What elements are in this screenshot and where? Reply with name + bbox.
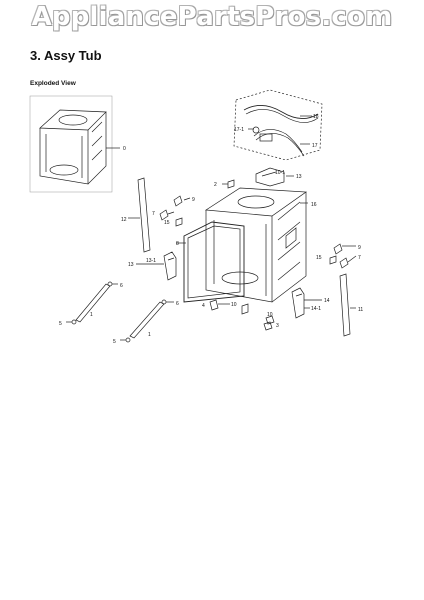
callout-label: 16 xyxy=(311,202,317,208)
callout-label: 18 xyxy=(313,114,319,120)
callout-label: 1 xyxy=(90,312,93,318)
callout-label: 5 xyxy=(113,339,116,345)
callout-label: 17 xyxy=(312,143,318,149)
bottom-slide-rail xyxy=(125,299,167,343)
callout-label: 1 xyxy=(148,332,151,338)
section-title: 3. Assy Tub xyxy=(30,48,102,63)
callout-label: 4 xyxy=(202,303,205,309)
left-hinge xyxy=(163,251,177,281)
view-label: Exploded View xyxy=(30,80,76,87)
screw-part xyxy=(263,321,273,331)
right-hinge xyxy=(291,287,305,319)
callout-label: 13-1 xyxy=(146,258,156,264)
leader-line xyxy=(347,255,357,263)
screw-part xyxy=(265,315,275,325)
clip-part xyxy=(339,257,349,269)
callout-label: 15 xyxy=(164,220,170,226)
screw-part xyxy=(209,299,219,311)
clip-part xyxy=(159,209,169,221)
callout-label: 2 xyxy=(214,182,217,188)
callout-label: 6 xyxy=(120,283,123,289)
screw-part xyxy=(241,303,249,315)
callout-label: 10 xyxy=(231,302,237,308)
callout-label: 10 xyxy=(267,312,273,318)
callout-label: 13 xyxy=(128,262,134,268)
top-parts-panel xyxy=(233,89,323,161)
callout-label: 5 xyxy=(59,321,62,327)
top-bracket xyxy=(255,167,285,187)
callout-label: 17-1 xyxy=(234,127,244,133)
callout-labels: 0 18 17-1 17 10-1 13 2 16 9 7 15 12 8 13… xyxy=(59,114,363,345)
callout-label: 3 xyxy=(276,323,279,329)
callout-label: 12 xyxy=(121,217,127,223)
screw-part xyxy=(175,217,183,227)
callout-label: 8 xyxy=(176,241,179,247)
callout-label: 11 xyxy=(358,307,363,313)
callout-label: 13 xyxy=(296,174,302,180)
callout-label: 0 xyxy=(123,146,126,152)
door-gasket xyxy=(183,221,245,303)
clip-part xyxy=(173,195,183,207)
callout-label: 15 xyxy=(316,255,322,261)
left-rail xyxy=(137,177,151,253)
callout-label: 14 xyxy=(324,298,330,304)
watermark-logo: AppliancePartsPros.com xyxy=(31,2,393,32)
callout-label: 10-1 xyxy=(275,170,285,176)
leader-line xyxy=(183,197,191,201)
right-rail xyxy=(339,273,351,337)
callout-label: 14-1 xyxy=(311,306,321,312)
clip-part xyxy=(333,243,343,255)
callout-label: 7 xyxy=(152,211,155,217)
callout-label: 9 xyxy=(192,197,195,203)
screw-part xyxy=(227,179,235,189)
callout-label: 6 xyxy=(176,301,179,307)
leader-line xyxy=(167,211,175,215)
main-tub xyxy=(204,187,308,303)
callout-label: 9 xyxy=(358,245,361,251)
screw-part xyxy=(329,255,337,265)
thumbnail-tub xyxy=(29,95,113,193)
callout-label: 7 xyxy=(358,255,361,261)
